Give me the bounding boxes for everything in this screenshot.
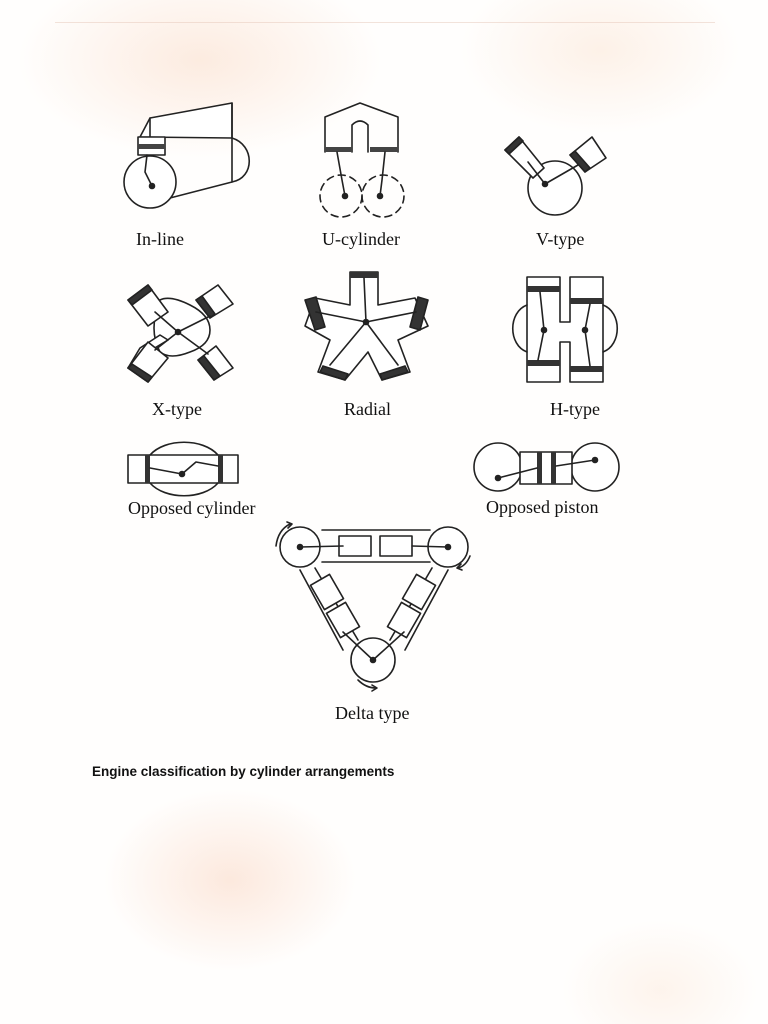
h-type-engine-figure	[512, 276, 618, 383]
page-edge	[55, 22, 715, 1001]
label-opposed-cylinder: Opposed cylinder	[128, 498, 256, 518]
inline-engine-figure	[123, 102, 250, 209]
figure-caption: Engine classification by cylinder arrang…	[92, 764, 395, 779]
label-delta-type: Delta type	[335, 703, 410, 723]
radial-engine-figure	[304, 271, 429, 381]
label-opposed-piston: Opposed piston	[486, 497, 599, 517]
label-v-type: V-type	[536, 229, 585, 249]
label-radial: Radial	[344, 399, 391, 419]
u-cylinder-engine-figure	[319, 102, 405, 218]
opposed-cylinder-engine-figure	[127, 441, 239, 497]
opposed-piston-engine-figure	[473, 442, 620, 492]
v-type-engine-figure	[504, 136, 607, 216]
x-type-engine-figure	[127, 284, 234, 383]
label-x-type: X-type	[152, 399, 202, 419]
label-u-cylinder: U-cylinder	[322, 229, 400, 249]
label-in-line: In-line	[136, 229, 184, 249]
label-h-type: H-type	[550, 399, 600, 419]
delta-engine-figure	[275, 521, 471, 692]
